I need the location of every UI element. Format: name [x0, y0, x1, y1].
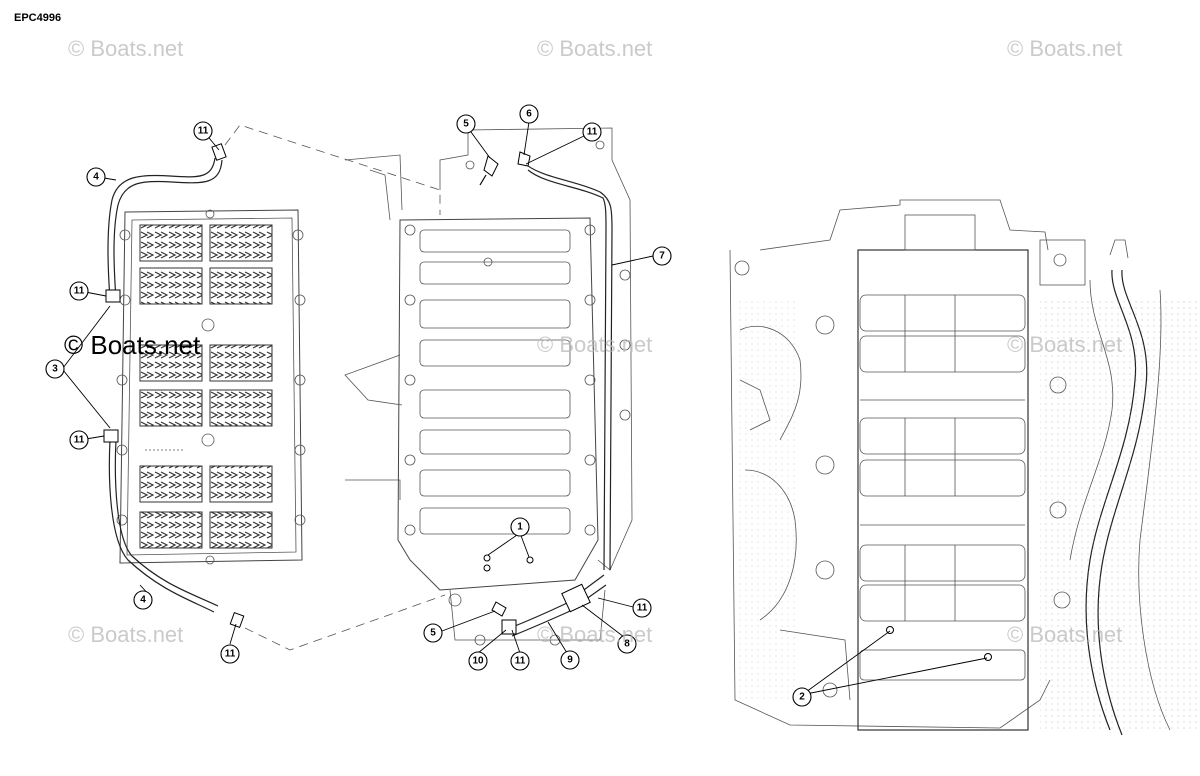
- hose-4-lower: [103, 429, 245, 628]
- hose-4-upper: [105, 143, 227, 303]
- fitting-5-bottom: [491, 601, 507, 617]
- callout-label: 11: [74, 286, 85, 297]
- callout-3[interactable]: 3: [45, 359, 65, 379]
- diagram-code: EPC4996: [14, 12, 62, 24]
- callout-1[interactable]: 1: [510, 517, 530, 537]
- watermark: © Boats.net: [64, 330, 201, 360]
- watermark: © Boats.net: [537, 36, 653, 61]
- watermark: © Boats.net: [68, 622, 184, 647]
- callout-label: 3: [52, 364, 58, 375]
- callout-9[interactable]: 9: [560, 650, 580, 670]
- fitting-5-top: [479, 155, 499, 186]
- watermark: © Boats.net: [537, 622, 653, 647]
- callout-4-b[interactable]: 4: [133, 590, 153, 610]
- watermark: © Boats.net: [68, 36, 184, 61]
- hose-7: [522, 161, 613, 571]
- callout-label: 4: [93, 172, 99, 183]
- callout-7[interactable]: 7: [652, 246, 672, 266]
- callout-label: 5: [430, 628, 436, 639]
- watermark: © Boats.net: [1007, 622, 1123, 647]
- watermark: © Boats.net: [537, 332, 653, 357]
- callout-label: 11: [198, 126, 209, 137]
- watermark: © Boats.net: [1007, 332, 1123, 357]
- callout-label: 4: [140, 595, 146, 606]
- callout-label: 7: [659, 251, 665, 262]
- fitting-6: [517, 151, 531, 167]
- callout-10[interactable]: 10: [468, 651, 488, 671]
- plug-2-lower: [984, 653, 992, 661]
- callout-11-f[interactable]: 11: [632, 598, 652, 618]
- reed-petals: [139, 224, 273, 549]
- callout-label: 6: [526, 109, 532, 120]
- callout-label: 11: [515, 656, 526, 667]
- callout-11-a[interactable]: 11: [193, 121, 213, 141]
- callout-label: 11: [225, 649, 236, 660]
- callout-label: 11: [74, 435, 85, 446]
- callout-11-g[interactable]: 11: [510, 651, 530, 671]
- callout-4-a[interactable]: 4: [86, 167, 106, 187]
- leader-lines: [62, 121, 988, 695]
- left-reed-plate: [116, 209, 306, 565]
- callout-11-b[interactable]: 11: [69, 281, 89, 301]
- callout-11-d[interactable]: 11: [220, 644, 240, 664]
- callout-5-a[interactable]: 5: [456, 114, 476, 134]
- callout-label: 10: [472, 656, 484, 667]
- callout-label: 5: [463, 119, 469, 130]
- callout-8[interactable]: 8: [617, 634, 637, 654]
- callout-2[interactable]: 2: [792, 687, 812, 707]
- watermark: © Boats.net: [1007, 36, 1123, 61]
- callout-label: 11: [587, 127, 598, 138]
- callout-label: 11: [637, 603, 648, 614]
- center-block: [344, 127, 633, 646]
- callout-6[interactable]: 6: [519, 104, 539, 124]
- callout-5-b[interactable]: 5: [423, 623, 443, 643]
- callout-11-c[interactable]: 11: [69, 430, 89, 450]
- callout-label: 8: [624, 639, 630, 650]
- callout-label: 9: [567, 655, 573, 666]
- callout-label: 1: [517, 522, 523, 533]
- connector-8: [561, 583, 591, 613]
- callout-11-e[interactable]: 11: [582, 122, 602, 142]
- hose-9: [491, 574, 607, 637]
- right-engine-block: [729, 199, 1200, 736]
- callout-label: 2: [799, 692, 805, 703]
